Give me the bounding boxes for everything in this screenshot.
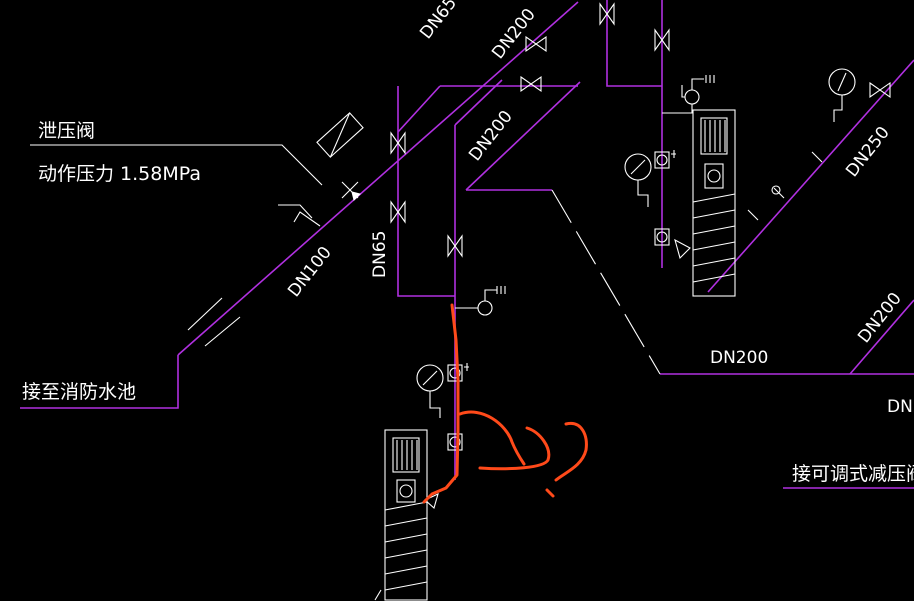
alarm-valve-assembly <box>374 429 428 601</box>
annotation-scribble <box>545 488 555 498</box>
fire-pool-label: 接至消防水池 <box>22 381 136 403</box>
annotation-scribble <box>554 421 588 482</box>
left-vertical-branch <box>397 86 455 297</box>
leader-lines <box>30 144 823 375</box>
pipe-size-label: DN65 <box>416 0 461 43</box>
drain-valve-icon <box>674 238 691 260</box>
gate-valve-icon <box>447 234 463 258</box>
upper-diagonal-short <box>397 85 441 133</box>
pipe-size-label: DN200 <box>465 107 517 165</box>
pipe-size-label: DN100 <box>284 243 336 301</box>
fire-pool-leader <box>20 355 179 409</box>
gate-valve-icon <box>525 35 547 53</box>
central-diagonal <box>454 79 503 126</box>
pipe-size-label: DN65 <box>370 231 390 278</box>
dn100-pipe-break-upper <box>187 297 223 331</box>
relief-valve-leader <box>30 144 323 186</box>
relief-valve-label: 泄压阀 <box>38 120 95 142</box>
drain-valve-icon <box>424 492 439 509</box>
gate-valve-icon <box>869 81 891 99</box>
hand-drawn-annotation <box>422 303 588 504</box>
needle-valve-icon <box>447 363 469 382</box>
action-pressure-label: 动作压力 1.58MPa <box>38 163 201 185</box>
alarm-valve-assembly <box>692 109 736 297</box>
gate-valve-icon <box>654 28 670 52</box>
needle-valve-icon <box>447 433 463 451</box>
pipe-size-label: DN200 <box>488 5 540 63</box>
dn200-extension-dashed <box>551 189 661 375</box>
relief-valve-icon <box>316 112 364 158</box>
pressure-switch-icon <box>662 75 715 114</box>
gate-valve-icon <box>599 2 615 26</box>
right-cluster-left-riser <box>606 0 662 87</box>
main-diagonal-pipe <box>177 1 579 356</box>
check-valve-icon <box>341 181 361 201</box>
gate-valve-icon <box>390 200 406 224</box>
gate-valve-icon <box>390 131 406 155</box>
pipe-size-label: DN200 <box>710 348 768 368</box>
annotation-scribble <box>458 410 526 466</box>
pressure-gauge-icon <box>416 364 444 418</box>
strainer-icon <box>278 204 321 227</box>
pressure-gauge-icon <box>828 68 856 122</box>
dn250-diagonal <box>707 59 914 293</box>
flexible-joint-icon <box>771 185 781 195</box>
dn200-diagonal <box>465 81 581 191</box>
pressure-reducing-valve-label: 接可调式减压阀 <box>792 463 914 485</box>
pipe-size-label: DN2 <box>887 397 914 417</box>
needle-valve-icon <box>654 150 676 169</box>
needle-valve-icon <box>654 228 670 246</box>
annotation-scribble <box>478 426 551 471</box>
pipe-network <box>20 0 914 489</box>
valve-symbols <box>278 2 891 509</box>
bottom-right-diagonal <box>849 299 914 375</box>
highlight-stroke-riser <box>422 303 460 504</box>
dn100-pipe-break-lower <box>204 316 241 347</box>
gate-valve-icon <box>520 75 542 93</box>
pressure-gauge-icon <box>624 153 652 207</box>
dn250-pipe-break <box>747 151 823 221</box>
pressure-switch-icon <box>455 286 506 316</box>
